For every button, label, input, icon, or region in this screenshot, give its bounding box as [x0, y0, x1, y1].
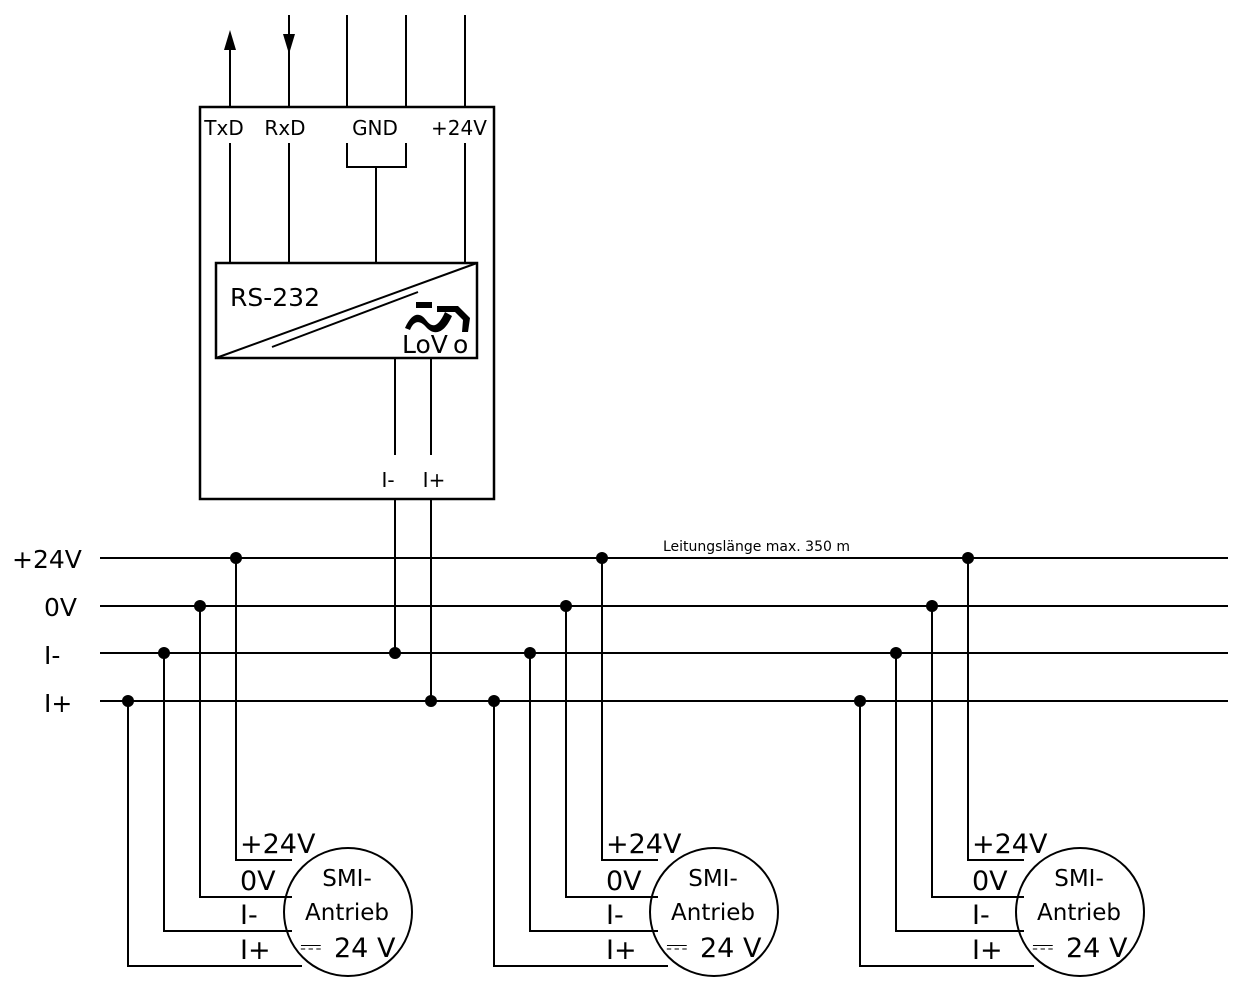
drive-name-line1: SMI-	[688, 866, 738, 892]
junction-dot	[158, 647, 170, 659]
txd-arrow-up-icon	[224, 30, 236, 50]
cable-length-note: Leitungslänge max. 350 m	[663, 539, 850, 555]
drive-name-line1: SMI-	[1054, 866, 1104, 892]
drive-supply-voltage: 24 V	[1066, 933, 1128, 964]
drive-name-line1: SMI-	[322, 866, 372, 892]
rxd-arrow-down-icon	[283, 34, 295, 54]
smi-drive-3: +24V 0VI- I+ SMI- Antrieb ⎓ 24 V	[854, 552, 1145, 977]
drive-supply-voltage: 24 V	[700, 933, 762, 964]
drive-wire-24v	[967, 558, 1024, 861]
junction-dot	[560, 600, 572, 612]
drive-wire-0v	[931, 606, 1024, 898]
drive-terminal-0v: 0V	[606, 866, 642, 897]
drive-wire-iminus	[163, 653, 292, 932]
drive-wire-0v	[199, 606, 292, 898]
drive-terminal-iplus: I+	[606, 935, 637, 966]
drive-wire-iminus	[529, 653, 658, 932]
drive-wire-iplus	[859, 701, 1034, 967]
drive-terminal-iminus: I-	[240, 900, 258, 931]
drive-supply-voltage: 24 V	[334, 933, 396, 964]
drive-name-line2: Antrieb	[305, 900, 389, 926]
drive-terminal-iminus: I-	[972, 900, 990, 931]
module-diagonal-1	[215, 262, 478, 359]
bus-label-iplus: I+	[44, 689, 72, 718]
bus: +24V 0V I- I+ Leitungslänge max. 350 m	[12, 539, 1228, 718]
drive-terminal-0v: 0V	[240, 866, 276, 897]
junction-dot	[854, 695, 866, 707]
rs232-converter: TxD RxD GND +24V RS-232 LoV o I- I+	[198, 15, 496, 501]
drive-wire-24v	[601, 558, 658, 861]
drive-name-line2: Antrieb	[1037, 900, 1121, 926]
junction-dot	[596, 552, 608, 564]
drive-terminal-0v: 0V	[972, 866, 1008, 897]
led-label: LoV	[402, 330, 448, 359]
drive-name-line2: Antrieb	[671, 900, 755, 926]
junction-dot	[926, 600, 938, 612]
bus-label-24v: +24V	[12, 545, 82, 574]
smi-logo	[405, 302, 470, 333]
led-indicator-icon: o	[453, 330, 468, 359]
drive-wire-24v	[235, 558, 292, 861]
drive-wire-iplus	[127, 701, 302, 967]
bus-label-0v: 0V	[44, 593, 77, 622]
drive-terminal-24v: +24V	[240, 829, 316, 860]
junction-dot	[524, 647, 536, 659]
rs232-module	[214, 261, 479, 360]
junction-dot	[194, 600, 206, 612]
smi-drive-1: +24V 0VI- I+ SMI- Antrieb ⎓ 24 V	[122, 552, 413, 977]
junction-dot	[488, 695, 500, 707]
gnd-bracket	[346, 143, 407, 168]
pin-label-iplus: I+	[423, 468, 446, 492]
pin-label-gnd: GND	[352, 116, 398, 140]
smi-drive-2: +24V 0VI- I+ SMI- Antrieb ⎓ 24 V	[488, 552, 779, 977]
pin-label-txd: TxD	[203, 116, 243, 140]
drive-terminal-24v: +24V	[972, 829, 1048, 860]
drive-terminal-iminus: I-	[606, 900, 624, 931]
junction-dot	[962, 552, 974, 564]
dc-symbol-icon: ⎓	[300, 931, 322, 962]
drive-wire-0v	[565, 606, 658, 898]
junction-dot	[122, 695, 134, 707]
drive-body	[649, 847, 779, 977]
dc-symbol-icon: ⎓	[1032, 931, 1054, 962]
module-label: RS-232	[230, 283, 320, 312]
dc-symbol-icon: ⎓	[666, 931, 688, 962]
drive-body	[283, 847, 413, 977]
drive-terminal-iplus: I+	[240, 935, 271, 966]
pin-label-24v: +24V	[431, 116, 487, 140]
drive-wire-iplus	[493, 701, 668, 967]
drive-terminal-iplus: I+	[972, 935, 1003, 966]
junction-dot	[230, 552, 242, 564]
drive-body	[1015, 847, 1145, 977]
drive-wire-iminus	[895, 653, 1024, 932]
drive-terminal-24v: +24V	[606, 829, 682, 860]
bus-label-iminus: I-	[44, 641, 60, 670]
module-diagonal-2	[271, 291, 419, 348]
pin-label-iminus: I-	[381, 468, 394, 492]
pin-label-rxd: RxD	[264, 116, 305, 140]
junction-dot	[890, 647, 902, 659]
